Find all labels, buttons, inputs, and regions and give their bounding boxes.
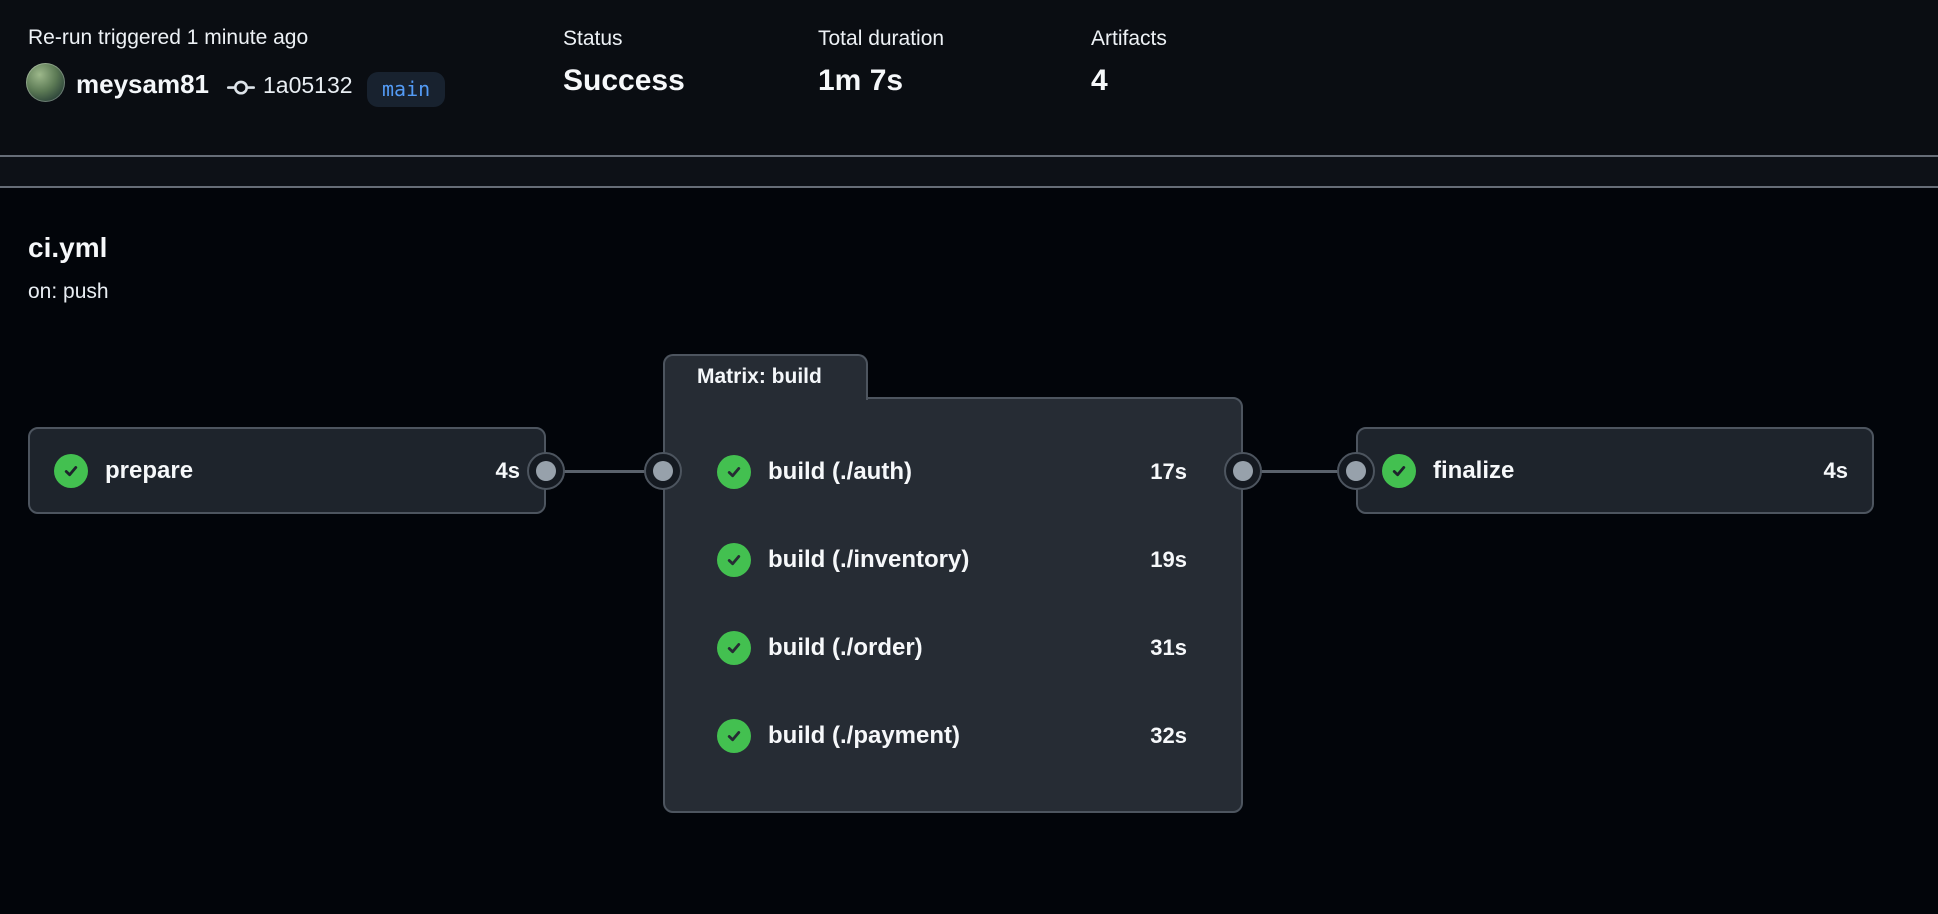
- actor-username-link[interactable]: meysam81: [76, 69, 209, 99]
- job-label: build (./auth): [768, 458, 912, 485]
- status-label: Status: [563, 27, 623, 50]
- toolbar-divider-strip: [0, 155, 1938, 188]
- success-check-icon: [54, 453, 88, 488]
- job-duration: 4s: [495, 457, 520, 483]
- artifacts-count: 4: [1091, 64, 1108, 97]
- matrix-group-body: [663, 397, 1243, 813]
- matrix-job-list: build (./auth) 17s build (./inventory) 1…: [663, 428, 1243, 780]
- artifacts-label: Artifacts: [1091, 27, 1167, 50]
- job-node-build-inventory[interactable]: build (./inventory) 19s: [663, 516, 1243, 604]
- total-duration-value: 1m 7s: [818, 64, 904, 97]
- connector-dot: [1233, 461, 1253, 481]
- workflow-trigger: on: push: [28, 280, 109, 303]
- job-duration: 19s: [1150, 547, 1187, 572]
- branch-badge[interactable]: main: [367, 72, 446, 107]
- matrix-group-tab: Matrix: build: [663, 354, 868, 400]
- job-label: build (./payment): [768, 722, 960, 749]
- commit-sha-link[interactable]: 1a05132: [263, 72, 353, 98]
- job-node-build-order[interactable]: build (./order) 31s: [663, 604, 1243, 692]
- workflow-file-name: ci.yml: [28, 232, 108, 263]
- matrix-build-group: Matrix: build build (./auth) 17s buil: [663, 354, 1243, 813]
- git-commit-icon: [227, 80, 255, 95]
- success-check-icon: [717, 719, 751, 753]
- connector-socket: [527, 452, 565, 490]
- job-label: build (./order): [768, 634, 923, 661]
- job-label: build (./inventory): [768, 546, 970, 573]
- connector-socket: [644, 452, 682, 490]
- job-node-finalize[interactable]: finalize 4s: [1356, 427, 1874, 514]
- connector-dot: [653, 461, 673, 481]
- job-duration: 31s: [1150, 635, 1187, 660]
- job-node-prepare[interactable]: prepare 4s: [28, 427, 546, 514]
- job-label: finalize: [1433, 456, 1515, 484]
- job-duration: 4s: [1823, 457, 1848, 483]
- connector-dot: [1346, 461, 1366, 481]
- success-check-icon: [717, 455, 751, 489]
- rerun-status-text: Re-run triggered 1 minute ago: [28, 26, 309, 49]
- avatar[interactable]: [26, 63, 65, 102]
- connector-dot: [536, 461, 556, 481]
- success-check-icon: [717, 631, 751, 665]
- status-value: Success: [563, 64, 685, 97]
- job-label: prepare: [105, 456, 194, 484]
- edge-prepare-to-matrix: [546, 470, 664, 473]
- total-duration-label: Total duration: [818, 27, 945, 50]
- edge-matrix-to-finalize: [1243, 470, 1357, 473]
- run-summary-header: Re-run triggered 1 minute ago meysam81 1…: [0, 0, 1938, 155]
- job-duration: 32s: [1150, 723, 1187, 748]
- success-check-icon: [1382, 453, 1416, 488]
- job-duration: 17s: [1150, 459, 1187, 484]
- matrix-tab-seam: [665, 395, 866, 401]
- matrix-group-title: Matrix: build: [697, 365, 822, 388]
- job-node-build-auth[interactable]: build (./auth) 17s: [663, 428, 1243, 516]
- success-check-icon: [717, 543, 751, 577]
- job-node-build-payment[interactable]: build (./payment) 32s: [663, 692, 1243, 780]
